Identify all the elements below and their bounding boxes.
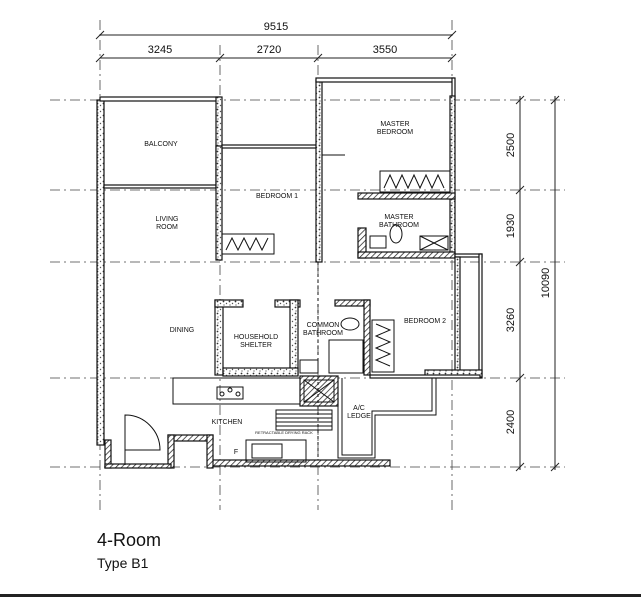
label-balcony: BALCONY [144,141,178,148]
wardrobe-master-icon [379,170,451,193]
label-drying-rack: RETRACTABLE DRYING RACK [255,430,313,435]
dim-width-2: 2720 [257,44,281,56]
dim-depth-2: 1930 [505,214,517,238]
stove-icon [216,386,244,400]
label-living-2: ROOM [156,224,178,231]
toilet-common-icon [340,317,360,331]
shaft-master-icon [419,235,449,251]
plan-subtitle: Type B1 [97,555,149,571]
dim-depth-3: 3260 [505,308,517,332]
label-master-bedroom-1: MASTER [380,121,409,128]
label-kitchen: KITCHEN [212,419,243,426]
label-ac-ledge-1: A/C [353,405,365,412]
wardrobe-bedroom2-icon [371,319,395,373]
dim-overall-width: 9515 [264,21,288,33]
wardrobe-bedroom1-icon [221,233,275,255]
fixtures [124,154,451,465]
dim-width-1: 3245 [148,44,172,56]
dim-depth-1: 2500 [505,133,517,157]
label-dining: DINING [170,327,195,334]
basin-master-icon [369,235,387,249]
label-master-bathroom-2: BATHROOM [379,222,419,229]
dim-width-3: 3550 [373,44,397,56]
kitchen-counter [172,377,301,405]
label-master-bathroom-1: MASTER [384,214,413,221]
label-common-bathroom-1: COMMON [307,322,340,329]
dim-overall-depth: 10090 [540,268,552,299]
shower-common-icon [328,339,364,374]
grid-lines [50,20,565,510]
toilet-master-icon [389,224,403,244]
label-master-bedroom-2: BEDROOM [377,129,413,136]
label-fridge: F [234,449,238,456]
basin-common-icon [299,359,319,374]
top-dimensions: 9515 3245 2720 3550 [95,21,457,63]
sink-icon [251,443,283,459]
drying-rack-icon [275,409,333,431]
label-ac-ledge-2: LEDGE [347,413,371,420]
walls [96,77,483,469]
room-labels: BALCONY LIVING ROOM BEDROOM 1 MASTER BED… [144,121,446,456]
label-shelter-2: SHELTER [240,342,272,349]
plan-title: 4-Room [97,530,162,550]
dim-depth-4: 2400 [505,410,517,434]
label-bedroom1: BEDROOM 1 [256,193,298,200]
label-living-1: LIVING [156,216,179,223]
label-shelter-1: HOUSEHOLD [234,334,278,341]
entrance-door-icon [124,414,161,465]
right-dimensions: 2500 1930 3260 2400 10090 [505,95,560,472]
label-common-bathroom-2: BATHROOM [303,330,343,337]
sink-counter [245,439,307,463]
label-bedroom2: BEDROOM 2 [404,318,446,325]
divider [0,594,641,597]
